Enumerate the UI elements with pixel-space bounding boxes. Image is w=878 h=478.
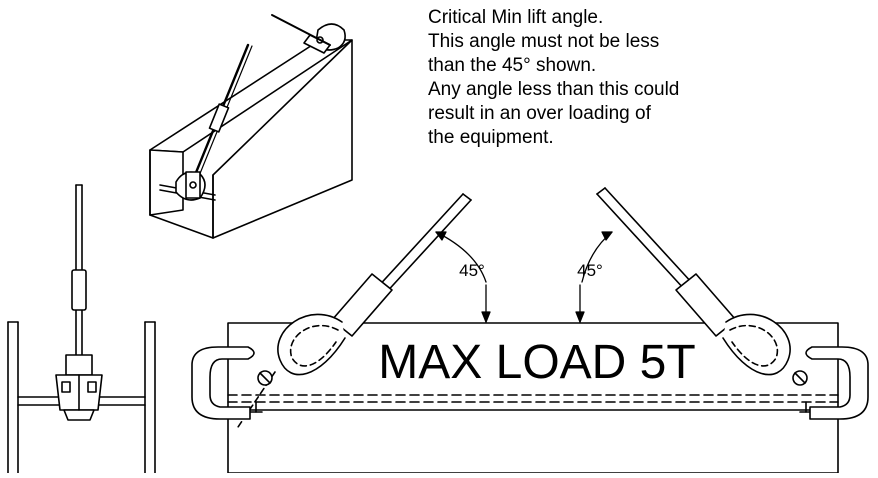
note-line: than the 45° shown. [428, 55, 597, 76]
lift-angle-note: Critical Min lift angle. This angle must… [428, 6, 868, 150]
left-sling-leg [191, 193, 472, 431]
right-sling-leg [596, 187, 869, 420]
note-line: Any angle less than this could [428, 79, 680, 100]
bottom-clamp-icon [175, 171, 206, 201]
side-clamp-icon [55, 354, 103, 421]
right-shackle-icon [792, 346, 869, 420]
left-shackle-icon [191, 346, 273, 420]
angle-label-left: 45° [459, 261, 485, 280]
angle-label-right: 45° [577, 261, 603, 280]
note-line: Critical Min lift angle. [428, 7, 604, 28]
note-line: result in an over loading of [428, 103, 651, 124]
note-line: the equipment. [428, 127, 554, 148]
right-angle-arc [575, 231, 613, 323]
side-view-beam [7, 184, 156, 474]
beam-load-label: MAX LOAD 5T [378, 336, 695, 389]
isometric-beam-illustration [149, 14, 353, 239]
top-clamp-icon [271, 14, 346, 54]
left-angle-arc [435, 231, 491, 323]
note-line: This angle must not be less [428, 31, 660, 52]
